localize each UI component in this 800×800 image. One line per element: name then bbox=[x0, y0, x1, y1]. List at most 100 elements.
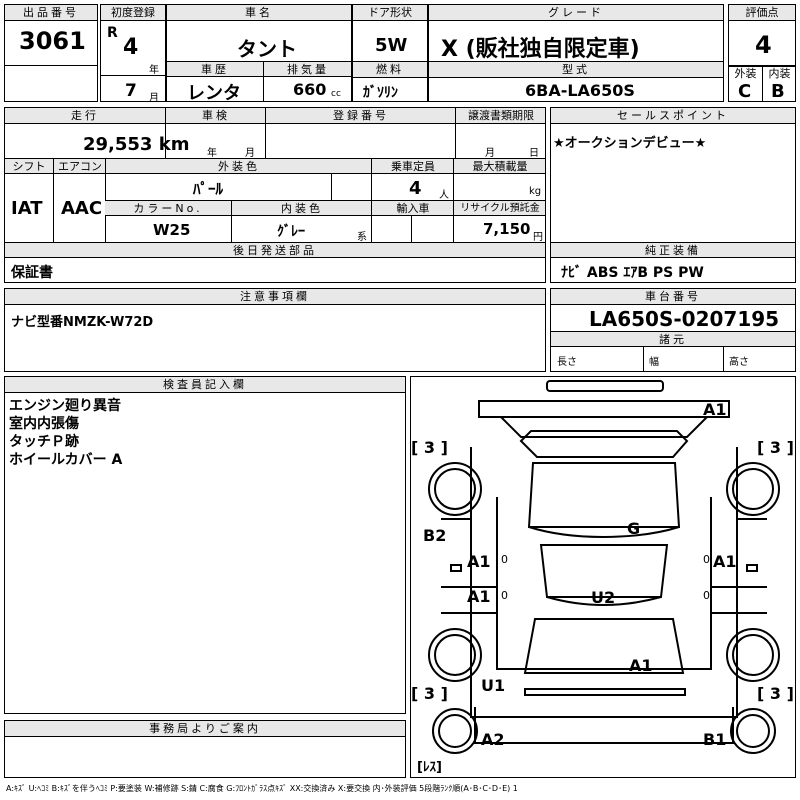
tire-mark: 0 bbox=[703, 553, 710, 566]
lot-number: 3061 bbox=[19, 27, 86, 55]
mark-left-quarter: U1 bbox=[481, 676, 505, 695]
inspection-year-unit: 年 bbox=[207, 148, 217, 159]
mark-tire-fl: [ 3 ] bbox=[411, 438, 448, 457]
front-grille bbox=[500, 416, 708, 438]
body-outline bbox=[470, 447, 738, 718]
mileage-header: 走行 bbox=[71, 109, 99, 122]
equipment-header: 純正装備 bbox=[551, 243, 795, 258]
interior-color-unit: 系 bbox=[357, 232, 367, 243]
model-value: 6BA-LA650S bbox=[525, 81, 635, 100]
inspector-line: エンジン廻り異音 bbox=[9, 398, 121, 414]
exterior-color-value: ﾊﾟｰﾙ bbox=[193, 180, 224, 198]
sales-points-box: セールスポイント ★オークションデビュー★ 純正装備 ﾅﾋﾞ ABS ｴｱB P… bbox=[550, 107, 796, 283]
spec-header-row-3: カラーNo. 内装色 輸入車 リサイクル預託金 bbox=[105, 201, 545, 216]
notes-box: 注意事項欄 ナビ型番NMZK-W72D bbox=[4, 288, 546, 372]
office-header: 事務局よりご案内 bbox=[5, 721, 405, 737]
max-load-header: 最大積載量 bbox=[453, 159, 546, 174]
tire-mark: 0 bbox=[703, 589, 710, 602]
score-header: 評価点 bbox=[729, 5, 795, 21]
mark-roof: U2 bbox=[591, 588, 615, 607]
score-box: 評価点 4 外装 内装 C B bbox=[728, 4, 796, 102]
right-mirror bbox=[746, 564, 758, 572]
mark-spare: [ﾚｽ] bbox=[417, 760, 442, 775]
door-value: 5W bbox=[375, 35, 408, 56]
sales-points-text: ★オークションデビュー★ bbox=[553, 136, 707, 151]
car-name: タント bbox=[237, 37, 297, 61]
tire-mark: 0 bbox=[501, 553, 508, 566]
ext-int-header: 外装 内装 bbox=[729, 66, 795, 81]
wheel-fl bbox=[428, 462, 482, 516]
interior-color-header: 内装色 bbox=[231, 201, 372, 216]
month-unit: 月 bbox=[149, 93, 159, 104]
mark-windshield: G bbox=[627, 519, 640, 538]
door-box: ドア形状 5W 燃料 ｶﾞｿﾘﾝ bbox=[352, 4, 428, 102]
windshield bbox=[527, 462, 681, 528]
score-value: 4 bbox=[755, 31, 772, 59]
grade-header: グレード bbox=[429, 5, 723, 21]
mark-tire-rl: [ 3 ] bbox=[411, 684, 448, 703]
car-outline-diagram: A1 [ 3 ] [ 3 ] G B2 A1 A1 A1 U2 A1 [ 3 ]… bbox=[411, 380, 794, 775]
year-unit: 年 bbox=[149, 65, 159, 76]
first-reg-era: R bbox=[107, 25, 118, 41]
first-reg-month: 7 bbox=[125, 81, 137, 101]
capacity-value: 4 bbox=[409, 178, 422, 199]
displacement-value: 660 bbox=[293, 80, 327, 99]
car-name-header: 車名 bbox=[167, 5, 351, 21]
specs-height-label: 高さ bbox=[729, 357, 749, 368]
mark-tire-fr: [ 3 ] bbox=[757, 438, 794, 457]
recycle-value: 7,150 bbox=[483, 220, 531, 238]
color-no-header: カラーNo. bbox=[133, 202, 203, 215]
chassis-value: LA650S-0207195 bbox=[589, 307, 780, 331]
displacement-unit: cc bbox=[331, 89, 341, 99]
wheel-rr bbox=[726, 628, 780, 682]
displacement-header: 排気量 bbox=[263, 62, 352, 77]
transfer-deadline-header: 譲渡書類期限 bbox=[455, 108, 546, 123]
capacity-header: 乗車定員 bbox=[371, 159, 454, 174]
equipment-value: ﾅﾋﾞ ABS ｴｱB PS PW bbox=[561, 265, 704, 281]
aircon-value: AAC bbox=[61, 198, 103, 219]
exterior-color-header: 外装色 bbox=[105, 159, 372, 174]
body-inner bbox=[496, 497, 712, 670]
history-row-header: 車歴 排気量 bbox=[167, 62, 351, 77]
notes-value: ナビ型番NMZK-W72D bbox=[11, 315, 154, 330]
inspection-month-unit: 月 bbox=[245, 148, 255, 159]
hood bbox=[519, 430, 689, 458]
color-no-value: W25 bbox=[153, 221, 191, 239]
mark-front-bumper: A1 bbox=[703, 400, 727, 419]
deadline-month-unit: 月 bbox=[485, 148, 495, 159]
interior-grade-value: B bbox=[771, 81, 785, 102]
chassis-header: 車台番号 bbox=[551, 289, 795, 305]
deadline-day-unit: 日 bbox=[529, 148, 539, 159]
rear-bumper bbox=[474, 707, 734, 744]
aircon-header: エアコン bbox=[53, 159, 106, 174]
lot-box: 出品番号 3061 bbox=[4, 4, 98, 102]
interior-grade-header: 内装 bbox=[762, 66, 796, 81]
first-reg-year: 4 bbox=[123, 35, 139, 60]
specs-length-label: 長さ bbox=[557, 357, 577, 368]
rear-window bbox=[523, 618, 685, 674]
roof-front bbox=[528, 526, 680, 539]
grade-value: X (販社独自限定車) bbox=[441, 37, 640, 62]
wheel-rl bbox=[428, 628, 482, 682]
inspection-header: 車検 bbox=[165, 108, 266, 123]
inspector-header: 検査員記入欄 bbox=[5, 377, 405, 393]
fuel-header: 燃料 bbox=[353, 62, 427, 78]
rear-spoiler bbox=[524, 688, 686, 696]
inspector-line: タッチＰ跡 bbox=[9, 434, 79, 450]
registration-header: 登録番号 bbox=[265, 108, 456, 123]
exterior-grade-value: C bbox=[738, 81, 752, 102]
mark-rear-panel: A1 bbox=[629, 656, 653, 675]
later-parts-value: 保証書 bbox=[11, 265, 53, 281]
model-header: 型式 bbox=[429, 62, 723, 78]
spec-table: 走行 車検 登録番号 譲渡書類期限 29,553 km 年 月 月 日 シフト … bbox=[4, 107, 546, 283]
mark-left-fender: B2 bbox=[423, 526, 446, 545]
capacity-unit: 人 bbox=[439, 190, 449, 201]
history-header: 車歴 bbox=[201, 63, 229, 76]
wheel-fr bbox=[726, 462, 780, 516]
chassis-box: 車台番号 LA650S-0207195 諸元 長さ 幅 高さ bbox=[550, 288, 796, 372]
lot-header: 出品番号 bbox=[5, 5, 97, 21]
front-bumper-top bbox=[546, 380, 664, 392]
mark-tire-rr: [ 3 ] bbox=[757, 684, 794, 703]
fuel-value: ｶﾞｿﾘﾝ bbox=[363, 85, 398, 101]
first-reg-box: 初度登録 R 4 年 7 月 bbox=[100, 4, 166, 104]
